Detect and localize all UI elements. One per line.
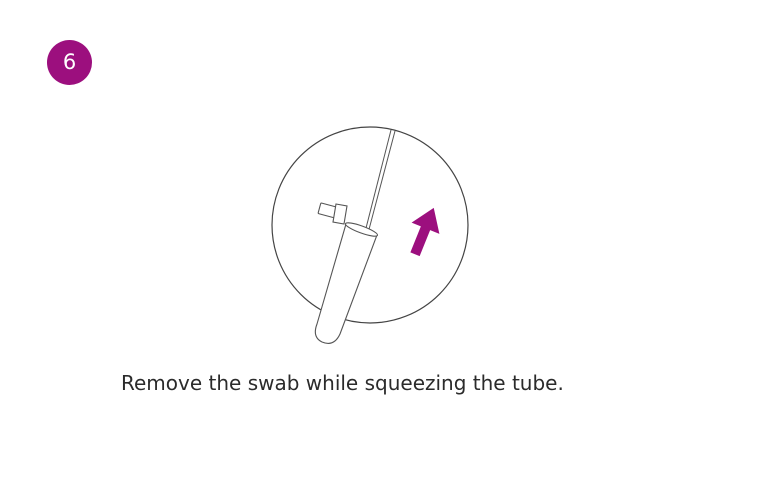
step-number-badge: 6 — [47, 40, 92, 85]
tube-icon — [314, 202, 379, 344]
up-arrow-icon — [410, 207, 440, 257]
illustration-frame-circle — [271, 126, 469, 324]
instruction-caption: Remove the swab while squeezing the tube… — [121, 371, 564, 395]
